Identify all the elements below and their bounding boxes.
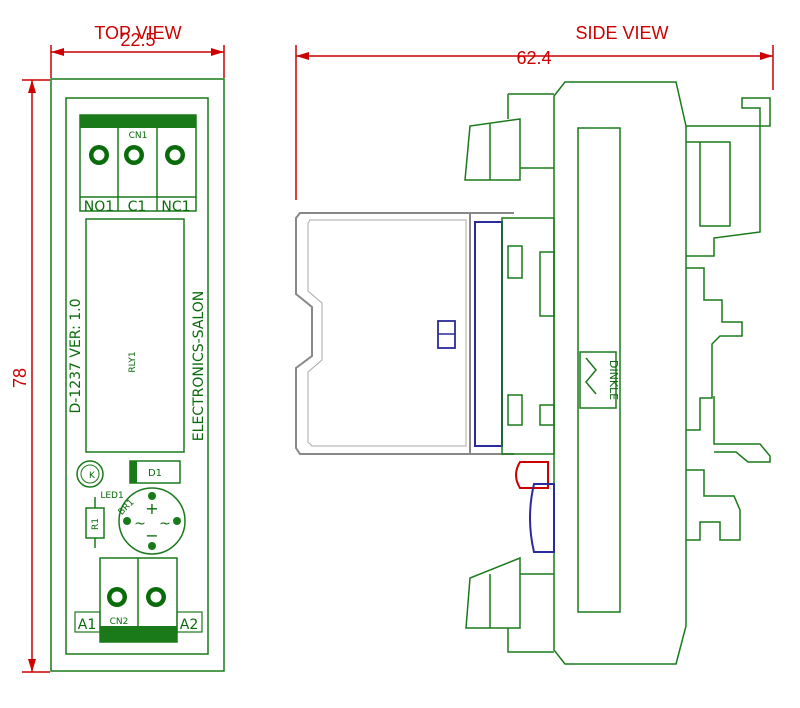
- led1-label: LED1: [100, 491, 123, 501]
- side-led: [515, 461, 549, 489]
- relay-shell: [295, 212, 514, 455]
- nc1-label: NC1: [161, 199, 190, 215]
- c1-label: C1: [128, 199, 147, 215]
- module-outline: [50, 78, 225, 672]
- a1-label: A1: [78, 617, 96, 633]
- cn1-label: CN1: [129, 131, 148, 141]
- side-width-value: 62.4: [516, 48, 551, 68]
- top-width-dimension: 22.5: [50, 30, 225, 78]
- diode-d1: D1: [129, 460, 181, 484]
- dinkle-logo-text: DINKLE: [607, 360, 620, 400]
- br1-ac2: ~: [159, 516, 171, 532]
- resistor-r1: R1: [85, 497, 105, 548]
- top-view: TOP VIEW 22.5 78: [10, 23, 225, 673]
- side-view-title: SIDE VIEW: [575, 23, 668, 43]
- d1-label: D1: [148, 468, 162, 479]
- bridge-br1: BR1 + − ~ ~: [117, 487, 186, 555]
- no1-label: NO1: [84, 199, 114, 215]
- brand-label: ELECTRONICS-SALON: [191, 291, 207, 441]
- side-width-dimension: 62.4: [295, 45, 774, 200]
- br1-plus: +: [145, 499, 158, 518]
- a2-label: A2: [180, 617, 198, 633]
- relay-rly1: RLY1: [85, 218, 185, 453]
- pcb-outline: [65, 97, 209, 655]
- cn2-label: CN2: [110, 617, 129, 627]
- side-bridge: [529, 483, 555, 553]
- top-view-title: TOP VIEW: [94, 23, 181, 43]
- socket-housing: [464, 81, 771, 665]
- br1-minus: −: [145, 526, 158, 545]
- board-id-label: D-1237 VER: 1.0: [68, 298, 84, 413]
- top-height-value: 78: [10, 368, 30, 388]
- top-width-value: 22.5: [120, 30, 155, 50]
- led1: K LED1: [76, 460, 124, 501]
- br1-ac1: ~: [134, 516, 146, 532]
- dinkle-logo-icon: [585, 357, 597, 395]
- cn1-terminal-block: CN1 NO1 C1 NC1: [79, 114, 197, 215]
- cn2-terminal-block: CN2 A1 A2: [74, 557, 203, 643]
- r1-label: R1: [91, 518, 101, 530]
- led-k-label: K: [89, 471, 96, 481]
- top-height-dimension: 78: [10, 79, 50, 673]
- relay-label: RLY1: [128, 351, 138, 372]
- side-view: SIDE VIEW 62.4: [295, 23, 774, 665]
